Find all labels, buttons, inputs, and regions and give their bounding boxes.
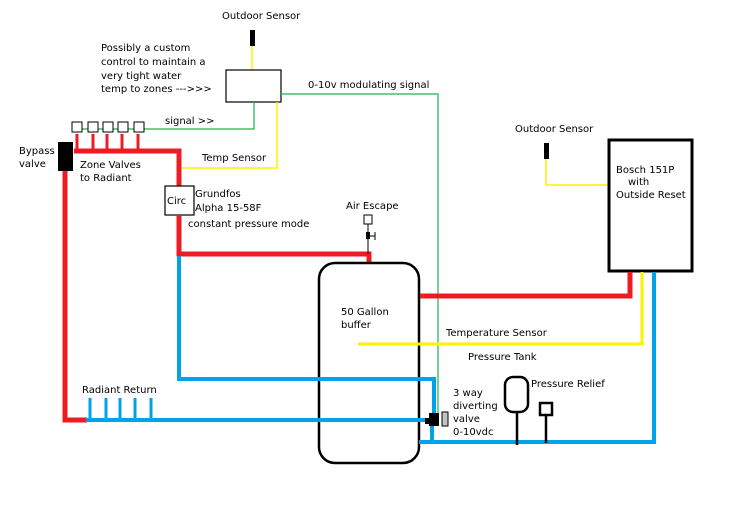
zone-valve-drops <box>75 134 140 150</box>
boiler-bosch-151p <box>607 138 694 273</box>
outdoor-sensor-right <box>544 143 549 159</box>
pressure-tank-label: Pressure Tank <box>468 352 537 363</box>
signal-label: signal >> <box>165 116 215 127</box>
temp-sensor-label: Temp Sensor <box>201 153 267 164</box>
svg-text:buffer: buffer <box>341 320 372 331</box>
diverting-valve-body <box>429 413 439 426</box>
svg-text:valve: valve <box>19 159 46 170</box>
zone-valves-label: Zone Valves to Radiant <box>80 160 141 184</box>
svg-text:Outside Reset: Outside Reset <box>616 190 686 201</box>
diverting-valve-body-side <box>425 418 431 424</box>
svg-text:0-10vdc: 0-10vdc <box>453 427 493 438</box>
bypass-supply-pipe <box>62 171 87 423</box>
svg-text:50 Gallon: 50 Gallon <box>341 307 389 318</box>
circulator-to-buffer-pipe <box>176 215 372 265</box>
diverting-valve-label: 3 way diverting valve 0-10vdc <box>453 388 498 438</box>
svg-text:very tight water: very tight water <box>101 71 182 82</box>
grundfos-label: Grundfos Alpha 15-58F <box>195 189 262 214</box>
outdoor-sensor-label-right: Outdoor Sensor <box>515 124 594 135</box>
svg-text:control to maintain a: control to maintain a <box>101 57 206 68</box>
pressure-relief-label: Pressure Relief <box>531 379 605 390</box>
circulator-label: Circ <box>167 196 186 207</box>
svg-text:valve: valve <box>453 414 480 425</box>
circulator-pump <box>164 185 195 216</box>
air-escape-label: Air Escape <box>346 201 399 212</box>
custom-control-note: Possibly a custom control to maintain a … <box>101 43 212 95</box>
modulating-signal-wire <box>280 93 439 418</box>
supply-header-pipe <box>74 148 182 186</box>
air-escape-valve <box>366 232 370 239</box>
svg-text:Alpha 15-58F: Alpha 15-58F <box>195 203 262 214</box>
svg-text:Bosch 151P: Bosch 151P <box>616 165 674 176</box>
custom-controller-box <box>225 69 282 103</box>
buffer-temp-sensor-wire <box>358 272 644 346</box>
buffer-return-upper-pipe <box>177 256 436 416</box>
svg-text:to Radiant: to Radiant <box>80 173 132 184</box>
air-escape-vent <box>363 214 373 225</box>
temperature-sensor-label: Temperature Sensor <box>445 328 548 339</box>
pressure-relief-valve <box>538 401 554 417</box>
outdoor-sensor-wire-right <box>545 159 610 186</box>
modulating-signal-label: 0-10v modulating signal <box>308 80 429 91</box>
zone-valves <box>71 121 145 133</box>
svg-text:Possibly a custom: Possibly a custom <box>101 43 190 54</box>
bypass-valve <box>58 142 73 171</box>
svg-text:Zone Valves: Zone Valves <box>80 160 141 171</box>
buffer-tank <box>317 261 421 465</box>
radiant-return-label: Radiant Return <box>82 385 157 396</box>
boiler-supply-pipe <box>420 272 633 299</box>
svg-text:diverting: diverting <box>453 401 498 412</box>
svg-text:Bypass: Bypass <box>19 146 55 157</box>
diverting-valve-actuator <box>441 411 449 427</box>
constant-pressure-label: constant pressure mode <box>188 219 309 230</box>
svg-text:with: with <box>628 177 649 188</box>
outdoor-sensor-top <box>250 30 255 46</box>
pressure-tank <box>503 375 530 414</box>
svg-text:Grundfos: Grundfos <box>195 189 241 200</box>
bypass-valve-label: Bypass valve <box>19 146 55 170</box>
svg-text:3 way: 3 way <box>453 388 483 399</box>
boiler-label: Bosch 151P with Outside Reset <box>616 165 686 201</box>
buffer-tank-label: 50 Gallon buffer <box>341 307 389 331</box>
boiler-return-pipe <box>419 272 656 444</box>
radiant-return-branches <box>88 398 153 420</box>
outdoor-sensor-label-top: Outdoor Sensor <box>222 11 301 22</box>
svg-text:temp to zones --->>>: temp to zones --->>> <box>101 84 212 95</box>
temp-sensor-wire <box>180 102 278 169</box>
